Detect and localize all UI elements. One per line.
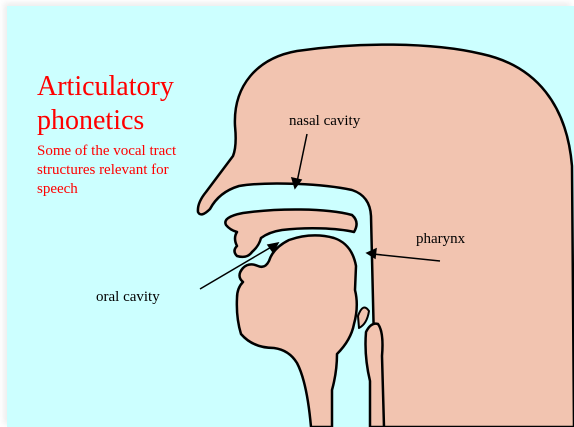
slide-subtitle: Some of the vocal tract structures relev… xyxy=(37,142,207,199)
trachea xyxy=(366,324,385,427)
pharynx-label: pharynx xyxy=(416,230,465,248)
slide-title: Articulatory phonetics xyxy=(37,70,217,138)
oral-cavity-label: oral cavity xyxy=(96,288,160,306)
slide: Articulatory phonetics Some of the vocal… xyxy=(7,6,574,427)
tongue-and-lower-jaw xyxy=(237,235,357,427)
pharynx-arrowhead xyxy=(367,249,376,258)
nasal-cavity-arrowhead xyxy=(292,178,301,188)
epiglottis xyxy=(358,307,369,328)
nasal-cavity-label: nasal cavity xyxy=(289,112,360,130)
